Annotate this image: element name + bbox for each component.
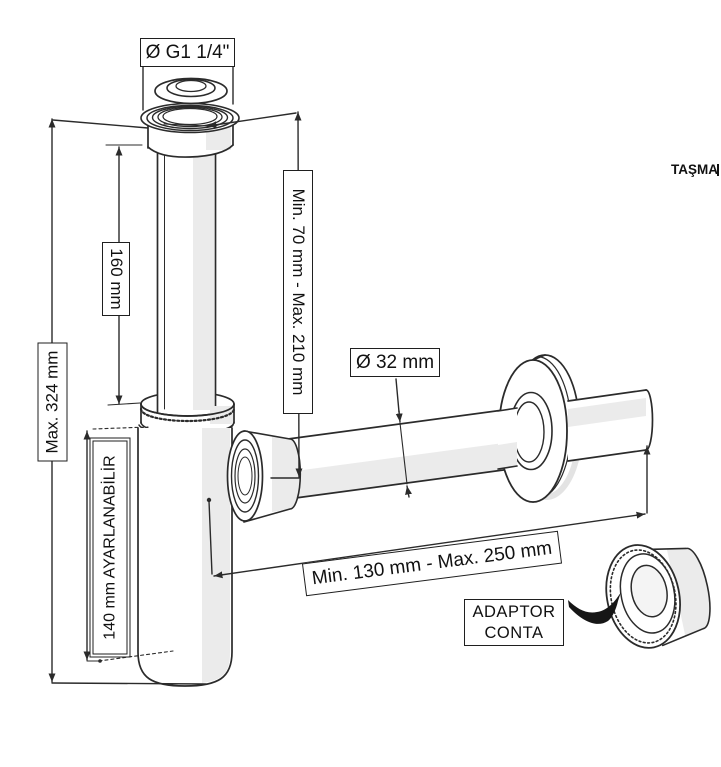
inlet-range-label: Min. 70 mm - Max. 210 mm — [283, 170, 313, 414]
overflow-label: TAŞMA — [671, 162, 718, 177]
adjustable-height-label: 140 mm AYARLANABİLİR — [91, 419, 129, 676]
adaptor-label-line1: ADAPTOR — [472, 602, 556, 621]
curved-arrow — [568, 592, 621, 624]
wall-flange — [497, 354, 580, 503]
tube-length-label: 160 mm — [102, 242, 130, 316]
thread-size-label: Ø G1 1/4" — [140, 38, 235, 67]
compression-nut — [226, 430, 302, 523]
pipe-end-stub — [567, 389, 654, 462]
inlet-tube — [156, 149, 217, 413]
pipe-diameter-label: Ø 32 mm — [350, 348, 440, 377]
adaptor-gasket — [605, 544, 711, 649]
adaptor-label-line2: CONTA — [484, 623, 544, 642]
trap-body — [137, 149, 236, 687]
total-height-label: Max. 324 mm — [37, 342, 68, 462]
drain-fitting — [140, 66, 240, 158]
overflow-label-partial-letter — [716, 164, 719, 176]
adaptor-gasket-label: ADAPTOR CONTA — [464, 599, 564, 646]
